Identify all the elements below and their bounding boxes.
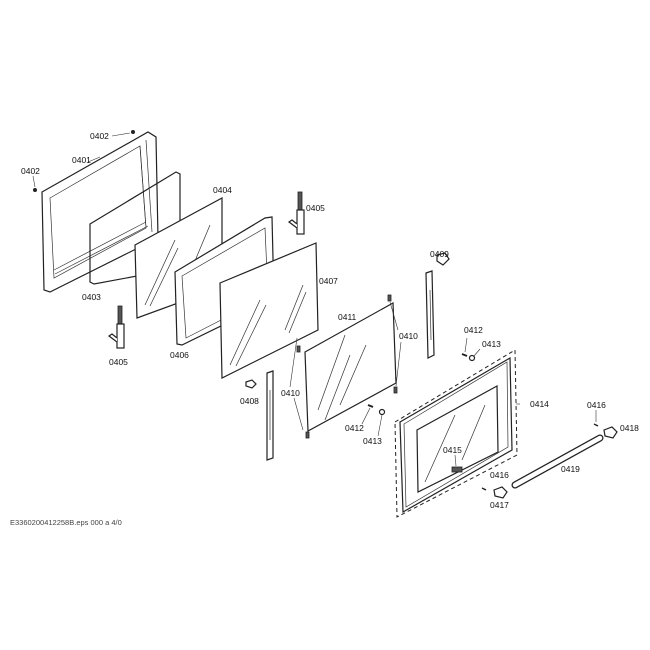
part-0414-outer-door (394, 349, 518, 518)
label-0402: 0402 (90, 131, 109, 141)
part-0405-hinge (107, 305, 125, 349)
part-0413-washer (468, 354, 476, 362)
part-0410-clip (387, 294, 392, 302)
label-0412: 0412 (464, 325, 483, 335)
label-0414: 0414 (530, 399, 549, 409)
label-0407: 0407 (319, 276, 338, 286)
label-0405: 0405 (306, 203, 325, 213)
part-0416-screw (593, 423, 599, 427)
part-0417-end-cap (493, 486, 508, 499)
label-0404: 0404 (213, 185, 232, 195)
part-rail-left (266, 370, 274, 461)
part-0402-screw (131, 130, 135, 134)
label-0416: 0416 (587, 400, 606, 410)
part-0412-screw (461, 353, 468, 357)
label-0408: 0408 (240, 396, 259, 406)
label-0402: 0402 (21, 166, 40, 176)
part-0402-screw (33, 188, 37, 192)
part-0415-badge (451, 466, 463, 473)
part-0418-end-cap (603, 426, 618, 439)
part-0410-clip (305, 431, 310, 439)
label-0413: 0413 (363, 436, 382, 446)
label-0413: 0413 (482, 339, 501, 349)
part-0411-glass (304, 301, 397, 432)
part-0401-frame (41, 131, 159, 293)
label-0406: 0406 (170, 350, 189, 360)
part-0409-rail (425, 252, 450, 359)
part-0408-clip (245, 379, 257, 389)
leader-lines (32, 132, 597, 467)
label-0411: 0411 (338, 312, 357, 322)
label-0403: 0403 (82, 292, 101, 302)
label-0409: 0409 (430, 249, 449, 259)
label-0401: 0401 (72, 155, 91, 165)
label-0405: 0405 (109, 357, 128, 367)
label-0415: 0415 (443, 445, 462, 455)
label-0419: 0419 (561, 464, 580, 474)
label-0417: 0417 (490, 500, 509, 510)
part-0407-glass (219, 242, 319, 379)
label-0416: 0416 (490, 470, 509, 480)
part-0405-hinge (287, 191, 305, 235)
part-0410-clip (393, 386, 398, 394)
part-0412-screw (367, 404, 374, 408)
part-0416-screw (481, 487, 487, 491)
drawing-id-footer: E3360200412258B.eps 000 a 4/0 (10, 518, 122, 527)
label-0410: 0410 (281, 388, 300, 398)
part-0413-washer (378, 408, 386, 416)
label-0412: 0412 (345, 423, 364, 433)
label-0418: 0418 (620, 423, 639, 433)
part-0410-clip (296, 345, 301, 353)
label-0410: 0410 (399, 331, 418, 341)
